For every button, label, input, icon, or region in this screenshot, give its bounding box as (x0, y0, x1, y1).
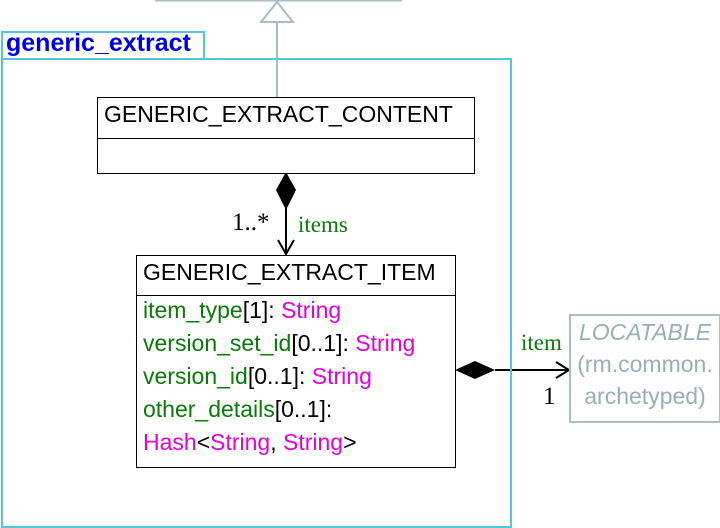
class-name: GENERIC_EXTRACT_ITEM (143, 259, 436, 285)
package-tab (1, 31, 205, 58)
class-package-line-2: archetyped) (584, 383, 706, 409)
class-divider (98, 138, 474, 139)
class-locatable-external[interactable]: LOCATABLE (rm.common. archetyped) (569, 314, 720, 423)
attribute-version-id: version_id[0..1]: String (143, 363, 372, 389)
item-multiplicity: 1 (543, 383, 556, 410)
items-arrowhead (277, 239, 295, 257)
class-name: GENERIC_EXTRACT_CONTENT (104, 101, 453, 127)
item-composition-diamond (455, 361, 495, 379)
attribute-other-details-type: Hash<String, String> (143, 429, 357, 455)
item-role-label: item (521, 330, 562, 355)
attribute-version-set-id: version_set_id[0..1]: String (143, 330, 416, 356)
class-generic-extract-content[interactable]: GENERIC_EXTRACT_CONTENT (97, 97, 475, 174)
items-multiplicity: 1..* (232, 209, 270, 236)
items-composition-diamond (276, 172, 296, 210)
class-generic-extract-item[interactable]: GENERIC_EXTRACT_ITEM item_type[1]: Strin… (136, 255, 456, 468)
class-package-line-1: (rm.common. (577, 351, 713, 377)
items-role-label: items (298, 212, 348, 237)
class-name: LOCATABLE (578, 319, 712, 345)
attribute-item-type: item_type[1]: String (143, 297, 342, 323)
package-name: generic_extract (6, 29, 191, 57)
generalization-arrowhead (258, 0, 296, 23)
attribute-list: item_type[1]: String version_set_id[0..1… (137, 294, 415, 459)
attribute-other-details: other_details[0..1]: (143, 396, 333, 422)
class-divider (137, 295, 455, 296)
